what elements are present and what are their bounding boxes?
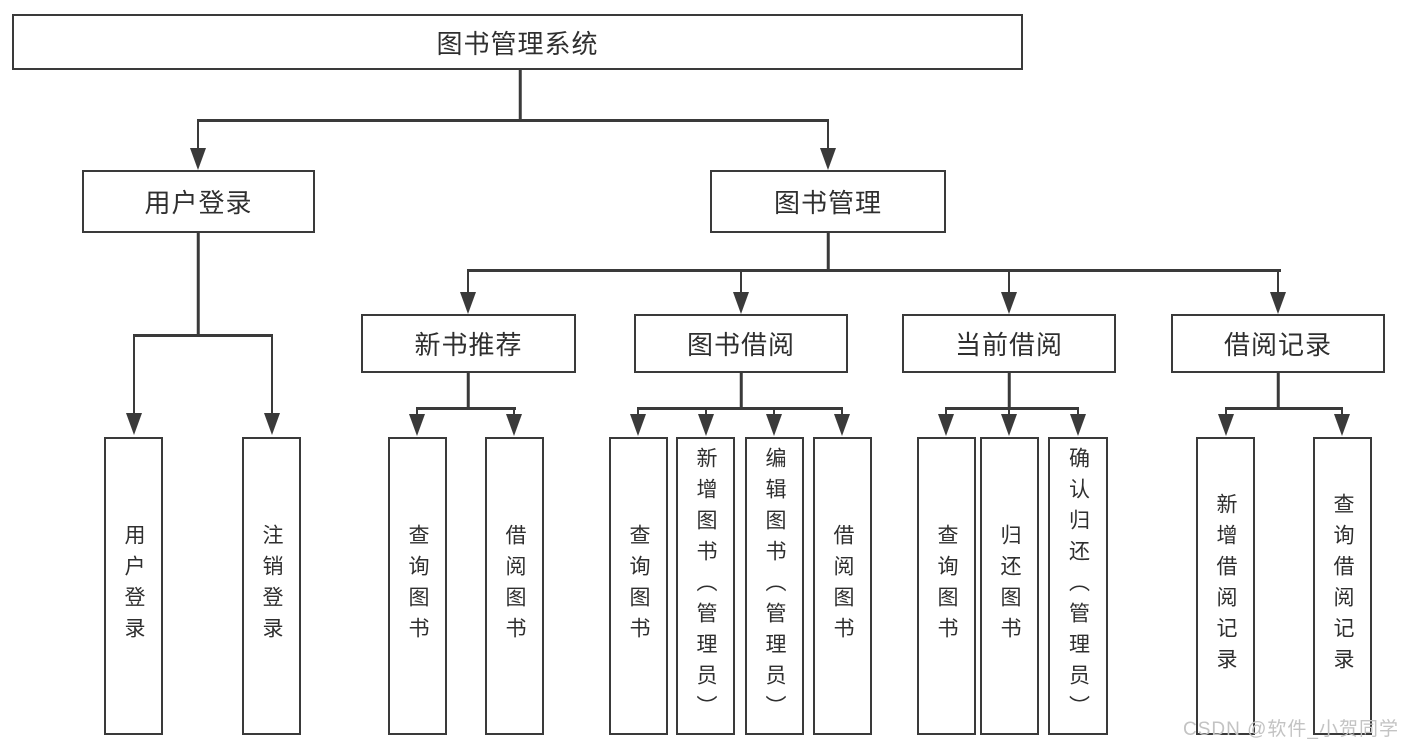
connector-borrow-records-spread xyxy=(1225,407,1343,410)
node-root-system: 图书管理系统 xyxy=(12,14,1023,70)
connector-arrow-leaf-logout xyxy=(263,334,281,435)
connector-arrow-book-borrow xyxy=(732,269,750,314)
connector-arrow-nb-query xyxy=(408,407,426,436)
leaf-return-books: 归还图书 xyxy=(980,437,1039,735)
leaf-user-login: 用户登录 xyxy=(104,437,163,735)
node-new-book-recommend: 新书推荐 xyxy=(361,314,576,373)
connector-borrow-records-trunk xyxy=(1276,373,1280,408)
connector-new-book-spread xyxy=(416,407,516,410)
connector-arrow-bb-borrow xyxy=(833,407,851,436)
leaf-add-borrow-record: 新增借阅记录 xyxy=(1196,437,1255,735)
connector-book-mgmt-spread xyxy=(467,269,1281,272)
connector-arrow-book-management xyxy=(819,119,837,170)
leaf-query-books-borrow: 查询图书 xyxy=(609,437,668,735)
leaf-query-books-current: 查询图书 xyxy=(917,437,976,735)
connector-current-borrow-spread xyxy=(945,407,1079,410)
connector-new-book-trunk xyxy=(466,373,470,408)
node-user-login-branch: 用户登录 xyxy=(82,170,315,233)
connector-arrow-bb-query xyxy=(629,407,647,436)
connector-arrow-borrow-records xyxy=(1269,269,1287,314)
connector-arrow-leaf-user-login xyxy=(125,334,143,435)
connector-user-login-trunk xyxy=(196,233,200,336)
leaf-borrow-books: 借阅图书 xyxy=(813,437,872,735)
connector-book-mgmt-trunk xyxy=(826,233,830,271)
connector-current-borrow-trunk xyxy=(1007,373,1011,408)
connector-arrow-cb-return xyxy=(1000,407,1018,436)
connector-root-trunk xyxy=(518,70,522,120)
node-current-borrow: 当前借阅 xyxy=(902,314,1116,373)
connector-arrow-user-login xyxy=(189,119,207,170)
connector-arrow-new-book xyxy=(459,269,477,314)
leaf-logout: 注销登录 xyxy=(242,437,301,735)
connector-user-login-spread xyxy=(133,334,273,337)
connector-arrow-current-borrow xyxy=(1000,269,1018,314)
leaf-query-books-recommend: 查询图书 xyxy=(388,437,447,735)
connector-arrow-cb-query xyxy=(937,407,955,436)
connector-root-spread xyxy=(197,119,829,122)
node-book-borrow: 图书借阅 xyxy=(634,314,848,373)
csdn-watermark: CSDN @软件_小贺同学 xyxy=(1183,719,1399,740)
leaf-add-books-admin: 新增图书（管理员） xyxy=(676,437,735,735)
connector-arrow-nb-borrow xyxy=(505,407,523,436)
leaf-query-borrow-record: 查询借阅记录 xyxy=(1313,437,1372,735)
connector-arrow-br-query xyxy=(1333,407,1351,436)
node-borrow-records: 借阅记录 xyxy=(1171,314,1385,373)
leaf-confirm-return-admin: 确认归还（管理员） xyxy=(1048,437,1108,735)
connector-arrow-bb-add xyxy=(697,407,715,436)
connector-arrow-bb-edit xyxy=(765,407,783,436)
node-book-management: 图书管理 xyxy=(710,170,946,233)
connector-book-borrow-trunk xyxy=(739,373,743,408)
leaf-borrow-books-recommend: 借阅图书 xyxy=(485,437,544,735)
connector-arrow-br-add xyxy=(1217,407,1235,436)
leaf-edit-books-admin: 编辑图书（管理员） xyxy=(745,437,804,735)
connector-arrow-cb-confirm xyxy=(1069,407,1087,436)
connector-book-borrow-spread xyxy=(637,407,843,410)
